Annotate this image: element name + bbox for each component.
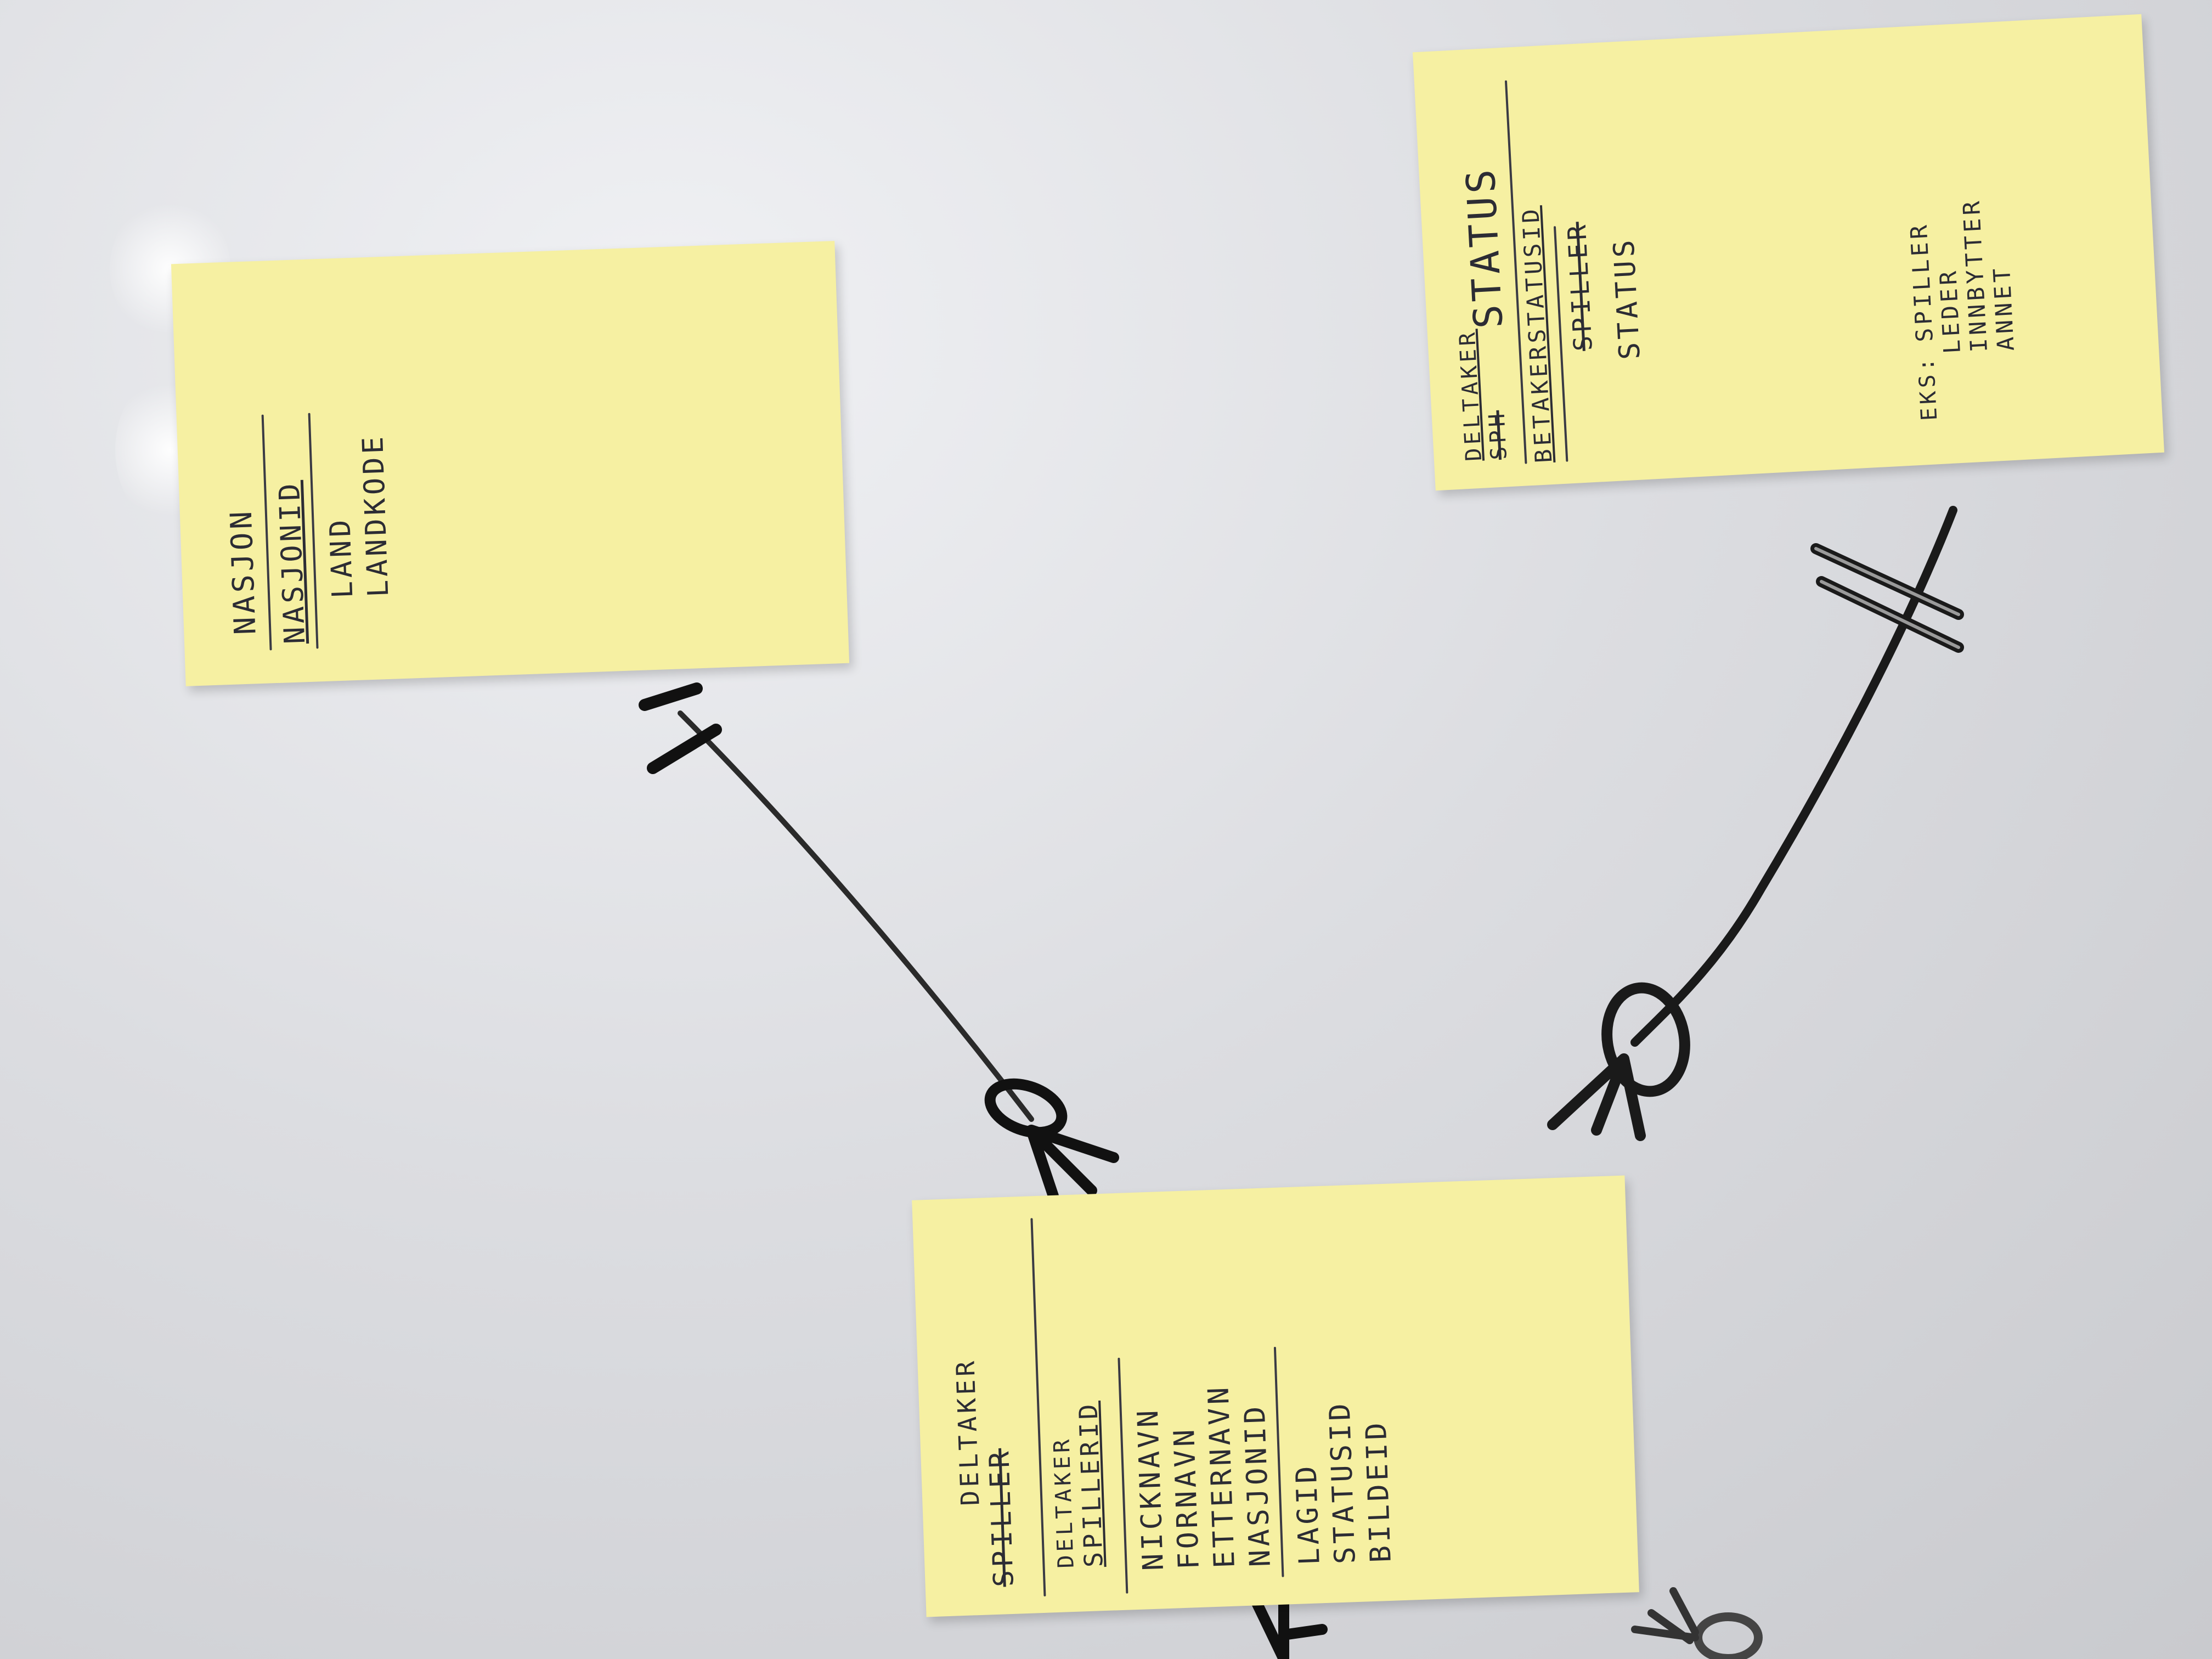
entity-card-status[interactable]: DELTAKER SPH STATUS BETAKERSTATUSID SPIL… xyxy=(1412,14,2165,491)
entity-title-block: DELTAKER SPH xyxy=(1455,328,1512,462)
attribute-list: LAND LANDKODE xyxy=(320,433,397,599)
attribute: LANDKODE xyxy=(356,433,396,598)
crows-foot-icon xyxy=(1251,1596,1328,1659)
entity-title-block: DELTAKER SPILLER xyxy=(950,1356,1020,1588)
zero-circle-icon xyxy=(1694,1612,1763,1659)
crows-foot-icon xyxy=(1631,1587,1699,1644)
foreign-key: LAGID xyxy=(1290,1462,1327,1566)
attribute: ETTERNAVN xyxy=(1202,1383,1242,1569)
one-bar-icon xyxy=(639,682,722,774)
primary-key: NASJONID xyxy=(273,479,312,645)
entity-title-struck: SPILLER xyxy=(983,1447,1020,1588)
entity-title: DELTAKER xyxy=(950,1357,985,1506)
crows-foot-icon xyxy=(1026,1125,1119,1201)
relationship-line-status-deltaker xyxy=(1630,506,1957,1047)
divider xyxy=(1118,1357,1128,1594)
attribute: FORNAVN xyxy=(1167,1425,1206,1570)
primary-key-line: SPILLERID xyxy=(1073,1400,1109,1568)
relationship-line-nasjon-deltaker xyxy=(678,710,1034,1122)
entity-card-nasjon[interactable]: NASJON NASJONID LAND LANDKODE xyxy=(171,241,850,686)
zero-circle-icon xyxy=(1601,982,1690,1097)
attribute: STATUS xyxy=(1607,236,1647,360)
entity-card-deltaker[interactable]: DELTAKER SPILLER DELTAKER SPILLERID NICK… xyxy=(912,1175,1639,1617)
struck-attribute: SPILLER xyxy=(1561,221,1598,352)
attribute: NASJONID xyxy=(1238,1402,1277,1568)
foreign-key-list: LAGID STATUSID BILDEID xyxy=(1286,1398,1399,1566)
foreign-key: BILDEID xyxy=(1359,1419,1398,1564)
entity-title: STATUS xyxy=(1457,165,1512,330)
examples-label: EKS: xyxy=(1914,354,1943,422)
crows-foot-icon xyxy=(1547,1053,1646,1141)
attribute: NICKNAVN xyxy=(1131,1406,1170,1571)
attribute: LAND xyxy=(324,516,360,599)
examples-block: EKS: SPILLER LEDER INNBYTTER ANNET xyxy=(1904,196,2023,422)
foreign-key: STATUSID xyxy=(1323,1400,1362,1565)
divider xyxy=(1030,1218,1046,1596)
divider xyxy=(261,414,272,651)
zero-circle-icon xyxy=(984,1078,1068,1138)
entity-title: NASJON xyxy=(223,507,263,636)
primary-key-block: DELTAKER SPILLERID xyxy=(1048,1400,1109,1569)
attribute-list: NICKNAVN FORNAVN ETTERNAVN NASJONID xyxy=(1130,1382,1279,1571)
one-bar-icon xyxy=(1810,543,1964,653)
